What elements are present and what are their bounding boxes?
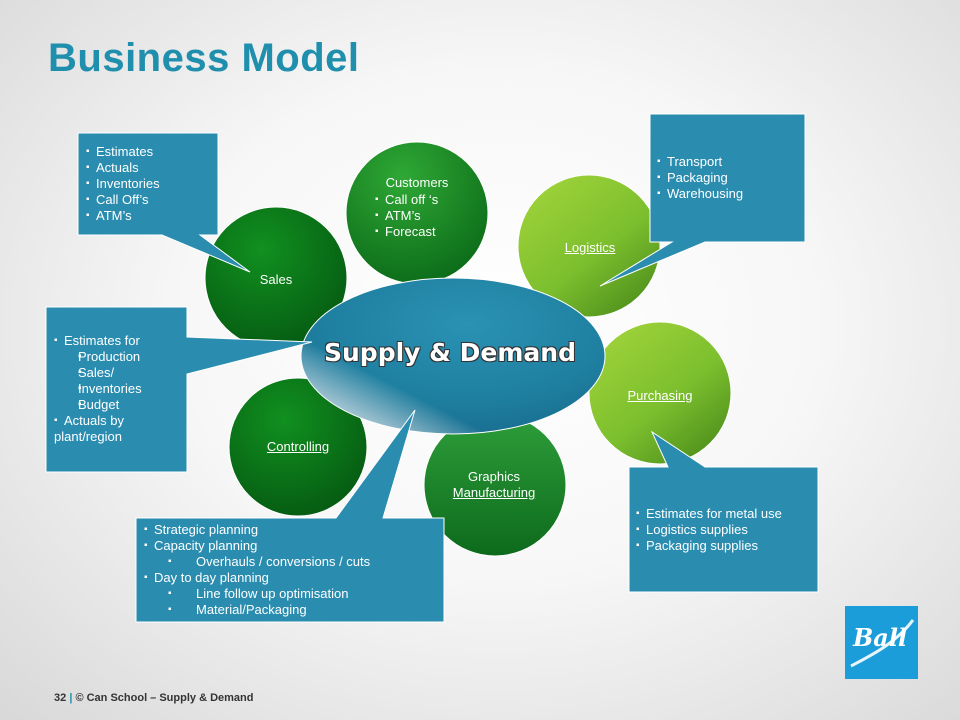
controlling-callout-item: Capacity planning [144,538,370,554]
footer-separator: | [69,692,73,704]
estimates-subitem: Budget [54,397,184,413]
controlling-subitem-text: Overhauls / conversions / cuts [196,554,371,569]
estimates-callout: Estimates for Production Sales/ Inventor… [54,333,184,445]
controlling-callout-item: Strategic planning [144,522,370,538]
controlling-link[interactable]: Controlling [266,439,330,454]
actuals-item-text: Actuals by [64,413,124,428]
controlling-callout-subitem: Overhauls / conversions / cuts [144,554,370,570]
center-ellipse-shine [301,278,605,434]
estimates-subitem-text: Inventories [78,381,142,396]
center-label: Supply & Demand [324,338,576,367]
customers-label: Customers [385,175,449,190]
footer-text: © Can School – Supply & Demand [75,692,254,704]
controlling-callout-subitem: Line follow up optimisation [144,586,370,602]
sales-callout-item: Estimates [86,144,160,160]
purchasing-callout-item: Logistics supplies [636,522,782,538]
controlling-callout-item: Day to day planning [144,570,370,586]
sales-label: Sales [259,272,293,287]
estimates-subitem: Production [54,349,184,365]
ball-logo: Ball [845,606,918,679]
actuals-item-cont: plant/region [54,429,122,444]
purchasing-link[interactable]: Purchasing [627,388,693,403]
sales-callout-item: ATM’s [86,208,160,224]
estimates-subitem: Sales/ [54,365,184,381]
logo-text: Ball [852,623,907,652]
sales-callout: Estimates Actuals Inventories Call Off’s… [86,144,160,224]
estimates-subitem-text: Production [78,349,141,364]
customers-items: Call off ‘s ATM’s Forecast [375,192,438,240]
logistics-callout-item: Transport [657,154,743,170]
estimates-subitem: Inventories [54,381,184,397]
estimates-item: Estimates for [54,333,184,349]
purchasing-callout-item: Packaging supplies [636,538,782,554]
purchasing-circle [588,321,732,465]
controlling-circle [228,377,368,517]
page-number: 32 [54,692,67,704]
customers-item: Call off ‘s [375,192,438,208]
sales-callout-item: Inventories [86,176,160,192]
logistics-link[interactable]: Logistics [564,240,616,255]
customers-item: ATM’s [375,208,438,224]
logistics-callout-item: Packaging [657,170,743,186]
estimates-subitem-text: Sales/ [78,365,115,380]
controlling-subitem-text: Material/Packaging [196,602,307,617]
purchasing-callout: Estimates for metal use Logistics suppli… [636,506,782,554]
slide-title: Business Model [48,36,360,80]
controlling-subitem-text: Line follow up optimisation [196,586,349,601]
logistics-callout-item: Warehousing [657,186,743,202]
sales-callout-item: Actuals [86,160,160,176]
manufacturing-link[interactable]: Manufacturing [452,485,536,500]
purchasing-callout-item: Estimates for metal use [636,506,782,522]
logistics-callout: Transport Packaging Warehousing [657,154,743,202]
logistics-circle [517,174,661,318]
controlling-callout-subitem: Material/Packaging [144,602,370,618]
ball-logo-mark: Ball [850,619,915,668]
sales-callout-item: Call Off’s [86,192,160,208]
controlling-callout: Strategic planning Capacity planning Ove… [144,522,370,618]
graphics-label: Graphics [467,469,521,484]
estimates-subitem-text: Budget [78,397,120,412]
slide-footer: 32 | © Can School – Supply & Demand [54,692,253,704]
customers-item: Forecast [375,224,438,240]
